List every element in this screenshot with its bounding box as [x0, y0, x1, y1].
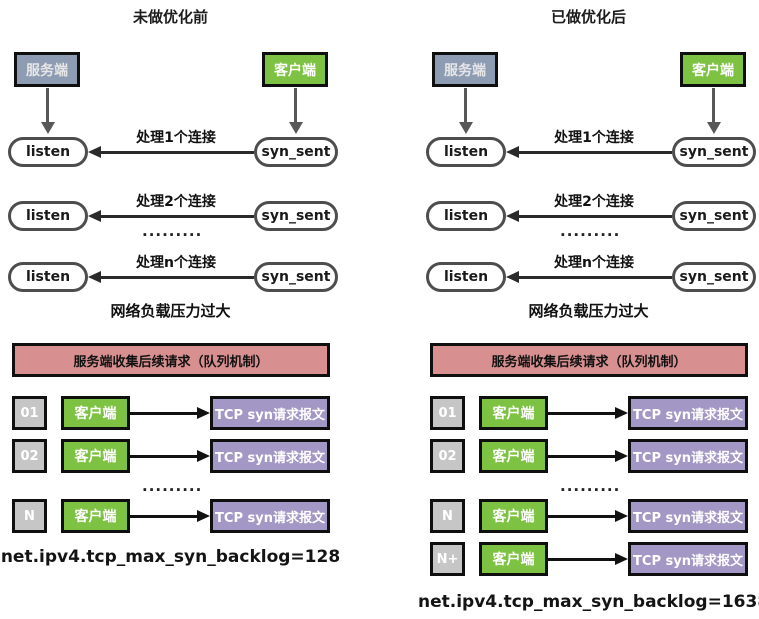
queue-index-box: N	[12, 499, 47, 533]
down-arrow	[46, 88, 49, 123]
ellipsis-dots: .........	[142, 222, 203, 240]
connection-arrow	[506, 146, 672, 158]
queue-index-box: N	[430, 499, 465, 533]
panel-before-optimization: 未做优化前 服务端 客户端 处理1个连接 listen syn_sent 处理2…	[0, 0, 341, 619]
queue-header-bar: 服务端收集后续请求（队列机制）	[430, 343, 748, 377]
connection-arrow	[506, 210, 672, 222]
ellipsis-dots: .........	[142, 477, 203, 495]
connection-label: 处理n个连接	[554, 255, 634, 271]
queue-client-node: 客户端	[61, 396, 130, 430]
connection-label: 处理2个连接	[136, 194, 216, 210]
queue-client-node: 客户端	[479, 499, 548, 533]
tcp-packet-node: TCP syn请求报文	[628, 396, 748, 430]
tcp-packet-node: TCP syn请求报文	[628, 499, 748, 533]
ellipsis-dots: .........	[560, 477, 621, 495]
queue-client-node: 客户端	[479, 542, 548, 576]
queue-arrow	[548, 450, 628, 462]
queue-client-node: 客户端	[479, 396, 548, 430]
listen-node: listen	[8, 137, 88, 167]
tcp-packet-node: TCP syn请求报文	[210, 396, 330, 430]
queue-index-box: 01	[430, 396, 465, 430]
tcp-packet-node: TCP syn请求报文	[628, 542, 748, 576]
syn-sent-node: syn_sent	[672, 262, 756, 292]
connection-arrow	[88, 210, 254, 222]
queue-index-box: 02	[12, 439, 47, 473]
down-arrow	[712, 88, 715, 123]
connection-label: 处理1个连接	[554, 130, 634, 146]
overload-label: 网络负载压力过大	[110, 302, 231, 320]
ellipsis-dots: .........	[560, 222, 621, 240]
tcp-packet-node: TCP syn请求报文	[628, 439, 748, 473]
tcp-packet-node: TCP syn请求报文	[210, 439, 330, 473]
server-node: 服务端	[14, 52, 80, 87]
syn-sent-node: syn_sent	[254, 137, 338, 167]
queue-client-node: 客户端	[479, 439, 548, 473]
panel-title: 已做优化后	[550, 8, 626, 26]
panel-title: 未做优化前	[132, 8, 208, 26]
syn-sent-node: syn_sent	[672, 201, 756, 231]
tcp-packet-node: TCP syn请求报文	[210, 499, 330, 533]
queue-client-node: 客户端	[61, 499, 130, 533]
panel-after-optimization: 已做优化后 服务端 客户端 处理1个连接 listen syn_sent 处理2…	[418, 0, 759, 619]
queue-client-node: 客户端	[61, 439, 130, 473]
overload-label: 网络负载压力过大	[528, 302, 649, 320]
queue-arrow	[548, 407, 628, 419]
syn-sent-node: syn_sent	[254, 201, 338, 231]
listen-node: listen	[426, 137, 506, 167]
queue-index-box: 01	[12, 396, 47, 430]
connection-label: 处理1个连接	[136, 130, 216, 146]
queue-arrow	[548, 510, 628, 522]
syn-sent-node: syn_sent	[672, 137, 756, 167]
listen-node: listen	[8, 201, 88, 231]
connection-label: 处理n个连接	[136, 255, 216, 271]
client-node: 客户端	[680, 52, 746, 87]
syn-sent-node: syn_sent	[254, 262, 338, 292]
queue-arrow	[548, 553, 628, 565]
down-arrow	[294, 88, 297, 123]
sysctl-label: net.ipv4.tcp_max_syn_backlog=16384	[418, 592, 759, 612]
listen-node: listen	[426, 201, 506, 231]
connection-arrow	[88, 146, 254, 158]
connection-label: 处理2个连接	[554, 194, 634, 210]
sysctl-label: net.ipv4.tcp_max_syn_backlog=128	[0, 547, 341, 567]
connection-arrow	[88, 271, 254, 283]
queue-arrow	[130, 450, 210, 462]
listen-node: listen	[426, 262, 506, 292]
queue-index-box: 02	[430, 439, 465, 473]
queue-arrow	[130, 407, 210, 419]
down-arrow	[464, 88, 467, 123]
queue-arrow	[130, 510, 210, 522]
client-node: 客户端	[262, 52, 328, 87]
queue-index-box: N+	[430, 542, 465, 576]
queue-header-bar: 服务端收集后续请求（队列机制）	[12, 343, 330, 377]
server-node: 服务端	[432, 52, 498, 87]
listen-node: listen	[8, 262, 88, 292]
connection-arrow	[506, 271, 672, 283]
